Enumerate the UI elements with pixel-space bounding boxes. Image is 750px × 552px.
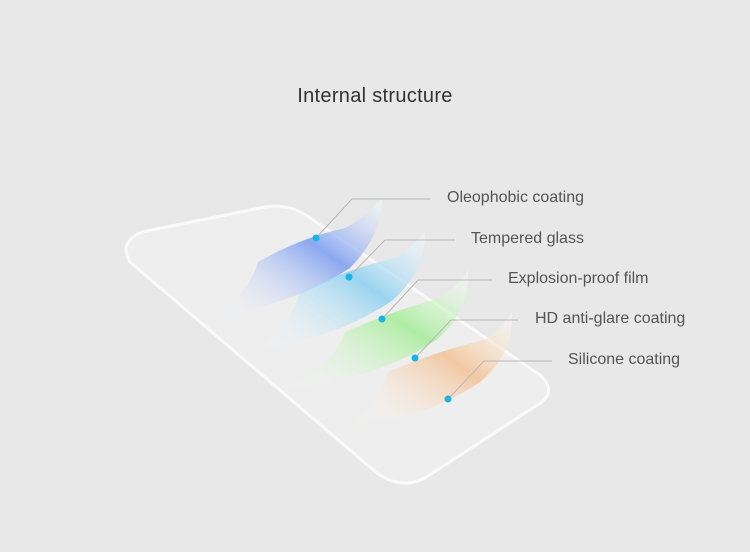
dot-5	[444, 395, 452, 403]
dot-4	[411, 354, 419, 362]
layer-explosion	[282, 270, 469, 390]
dot-1	[312, 234, 320, 242]
leader-line-3	[381, 279, 492, 320]
layer-antiglare	[350, 312, 513, 425]
leader-line-1	[315, 198, 430, 239]
leader-line-2	[348, 239, 455, 278]
layer-tempered	[256, 232, 426, 350]
label-tempered-glass: Tempered glass	[471, 230, 584, 247]
leader-line-5	[447, 360, 552, 400]
label-silicone: Silicone coating	[568, 351, 681, 368]
label-oleophobic: Oleophobic coating	[447, 189, 584, 206]
dot-2	[345, 273, 353, 281]
page-title: Internal structure	[297, 85, 453, 107]
label-explosion-proof: Explosion-proof film	[508, 270, 649, 287]
label-anti-glare: HD anti-glare coating	[535, 310, 686, 327]
layer-oleophobic	[214, 198, 382, 316]
glass-panel	[124, 204, 550, 485]
dot-3	[378, 315, 386, 323]
leader-line-4	[414, 319, 518, 359]
